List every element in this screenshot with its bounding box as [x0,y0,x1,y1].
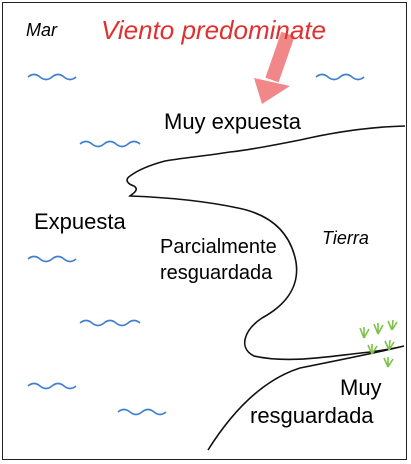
exposed-label: Expuesta [34,209,126,234]
diagram-frame [2,2,407,460]
partially-sheltered-label-line1: Parcialmente [160,236,277,258]
wind-arrow-icon [254,31,295,104]
very-sheltered-label-line1: Muy [340,375,382,400]
waves-icon [27,73,365,416]
sea-label: Mar [26,20,57,40]
land-label: Tierra [322,228,369,248]
very-exposed-label: Muy expuesta [164,109,301,134]
partially-sheltered-label-line2: resguardada [160,262,273,284]
coastline [126,125,406,451]
very-sheltered-label-line2: resguardada [250,403,374,428]
wind-label: Viento predominate [101,15,327,45]
grass-icon [359,319,398,368]
